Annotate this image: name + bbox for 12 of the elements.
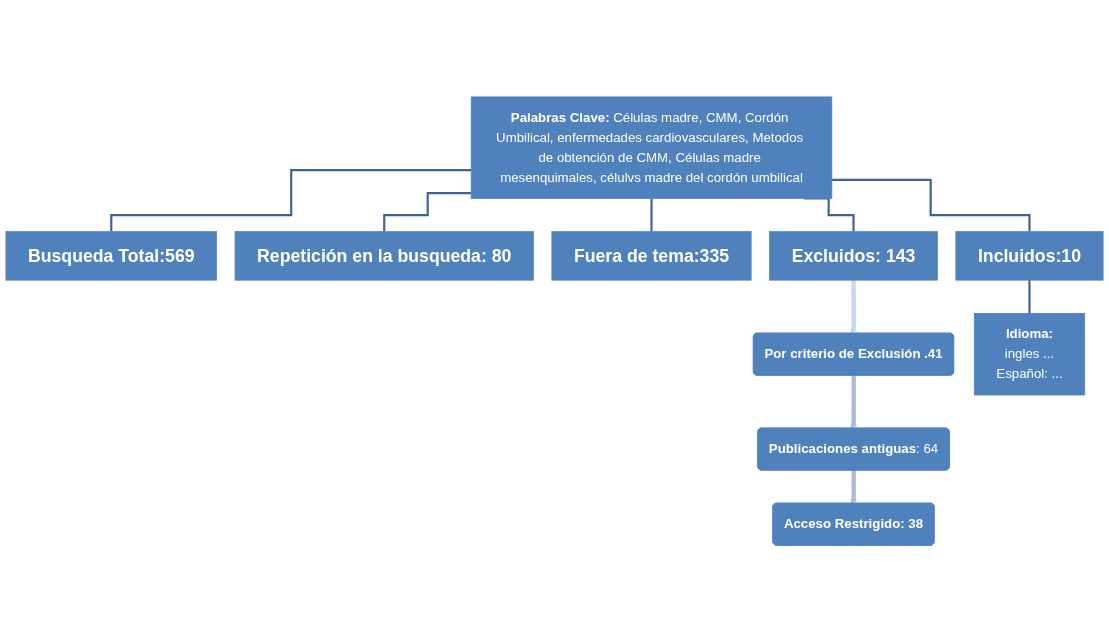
- connector: [1028, 279, 1031, 315]
- node-box: Excluidos: 143: [769, 231, 938, 281]
- node-box: Repetición en la busqueda: 80: [234, 231, 534, 281]
- node-box: Fuera de tema:335: [551, 231, 752, 281]
- connector: [831, 179, 1031, 234]
- node-box: Idioma: ingles ... Español: ...: [973, 313, 1086, 396]
- node-box: Busqueda Total:569: [5, 231, 217, 281]
- node-box: Palabras Clave: Células madre, CMM, Cordón Umbilical, enfermedades cardiovasculares, Metodos de obtención de CMM, Células madre mesenquimales, célulvs madre del cordón umbilical: [470, 97, 833, 200]
- connector: [110, 169, 472, 234]
- connector: [650, 197, 653, 234]
- connector: [383, 192, 472, 234]
- node-box: Incluidos:10: [955, 231, 1104, 281]
